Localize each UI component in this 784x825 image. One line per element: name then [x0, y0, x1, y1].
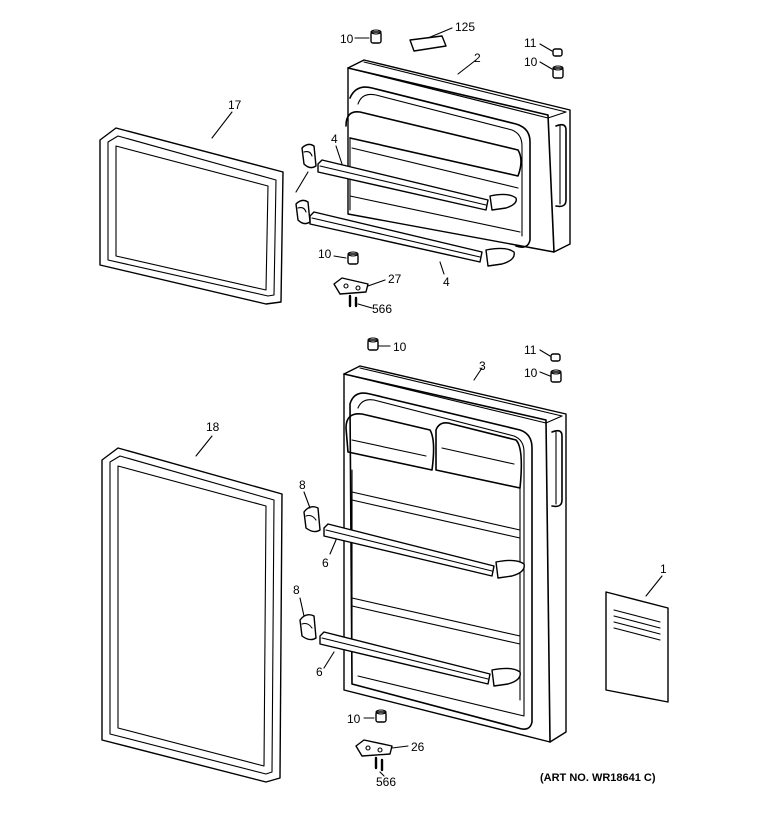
instruction-booklet [605, 591, 669, 703]
callout-10-top-left: 10 [340, 32, 354, 46]
callout-11-lower: 11 [524, 343, 537, 357]
rail-clip-8-lower [299, 613, 317, 641]
callout-1: 1 [660, 562, 667, 576]
callout-566-upper: 566 [372, 302, 392, 316]
callout-566-lower: 566 [376, 775, 396, 789]
freezer-door-gasket [99, 127, 284, 305]
door-rail-6-lower [319, 631, 521, 687]
rail-clip-upper [301, 143, 317, 169]
callout-27: 27 [388, 272, 402, 286]
callout-10-mid-lower: 10 [393, 340, 407, 354]
screw-upper [348, 294, 358, 308]
callout-4-lower: 4 [443, 275, 450, 289]
nameplate-badge [409, 35, 447, 52]
callout-6-lower: 6 [316, 665, 323, 679]
callout-2: 2 [474, 51, 481, 65]
freezer-door [345, 59, 571, 253]
cap-plug-bottom [375, 709, 387, 723]
callout-4-upper: 4 [331, 132, 338, 146]
callout-8-lower: 8 [293, 583, 300, 597]
hinge-bracket-upper [333, 277, 369, 295]
callout-11-top: 11 [524, 36, 537, 50]
callout-3: 3 [479, 359, 486, 373]
cap-plug-lower-top [367, 337, 379, 351]
hinge-bracket-lower [355, 739, 393, 757]
hinge-cap-top-right [552, 48, 563, 57]
leader-lines-lower [195, 345, 663, 777]
fresh-food-door [343, 365, 567, 743]
callout-125: 125 [455, 20, 475, 34]
callout-18: 18 [206, 420, 220, 434]
callout-8-upper: 8 [299, 478, 306, 492]
callout-10-bottom: 10 [347, 712, 361, 726]
cap-plug-top-right [552, 65, 564, 79]
callout-6-upper: 6 [322, 556, 329, 570]
door-rail-6-upper [323, 523, 525, 579]
cap-plug-lower-right [550, 369, 562, 383]
callout-10-top-right: 10 [524, 55, 538, 69]
callout-17: 17 [228, 98, 242, 112]
fresh-food-door-gasket [101, 447, 283, 783]
rail-clip-lower [295, 199, 311, 225]
leader-lines-upper [211, 27, 553, 309]
callout-10-mid-upper: 10 [318, 247, 332, 261]
hinge-cap-lower [550, 353, 561, 362]
screw-lower [374, 756, 384, 772]
rail-clip-8-upper [303, 505, 321, 533]
door-rail-upper [317, 159, 517, 211]
callout-26: 26 [411, 740, 425, 754]
cap-plug-mid-upper [347, 251, 359, 265]
cap-plug-top-left [370, 29, 382, 44]
callout-10-lower-right: 10 [524, 366, 538, 380]
art-number: (ART NO. WR18641 C) [540, 772, 656, 784]
